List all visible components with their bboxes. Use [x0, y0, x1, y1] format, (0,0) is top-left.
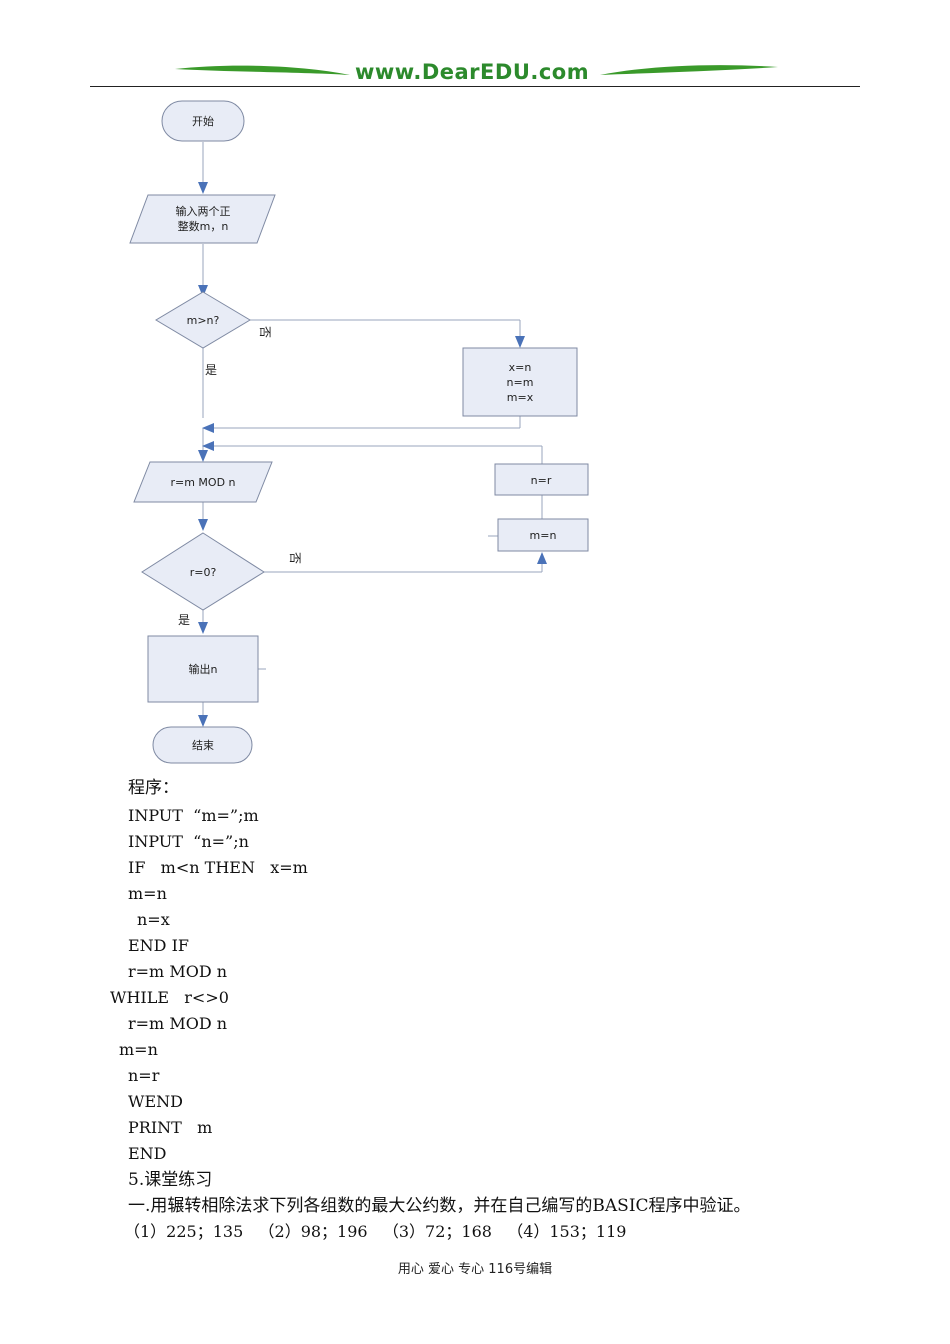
end-terminal: [152, 726, 253, 764]
cond2-label: r=0?: [190, 566, 217, 579]
mod-label: r=m MOD n: [170, 476, 235, 489]
swap-box: [462, 347, 578, 417]
cond1-label: m>n?: [187, 314, 220, 327]
page-header: [0, 55, 950, 95]
mod-parallelogram: [133, 461, 273, 503]
code-line: INPUT “n=”;n: [128, 832, 249, 851]
assign-nr-label: n=r: [531, 474, 552, 487]
code-line: END IF: [128, 936, 190, 955]
assign-mn-label: m=n: [530, 529, 557, 542]
start-terminal: [161, 100, 245, 142]
code-line: WEND: [128, 1092, 183, 1111]
end-label: 结束: [192, 739, 214, 752]
input-parallelogram: [129, 194, 276, 244]
input-label-1: 输入两个正: [176, 204, 231, 218]
input-label-2: 整数m，n: [178, 219, 229, 233]
assign-nr-box: [494, 463, 589, 496]
header-rule: [90, 86, 860, 87]
site-logo: www.DearEDU.com: [355, 60, 590, 84]
exercise-items: （1）225；135 （2）98；196 （3）72；168 （4）153；11…: [124, 1222, 627, 1241]
logo-swoosh-icon: [175, 65, 778, 75]
swap-line-1: x=n: [509, 361, 532, 374]
output-box: [147, 635, 259, 703]
code-line: n=r: [128, 1066, 160, 1085]
yes2-label: 是: [178, 613, 190, 627]
assign-mn-box: [497, 518, 589, 552]
program-title: 程序：: [128, 778, 179, 798]
no1-label: 否: [258, 326, 272, 338]
swap-line-2: n=m: [507, 376, 534, 389]
code-line: PRINT m: [128, 1118, 213, 1137]
exercise-heading: 5.课堂练习: [128, 1170, 213, 1190]
code-line: IF m<n THEN x=m: [128, 858, 308, 877]
output-label: 输出n: [189, 662, 218, 676]
decision-r-zero: [141, 532, 265, 611]
exercise-question: 一.用辗转相除法求下列各组数的最大公约数，并在自己编写的BASIC程序中验证。: [128, 1196, 751, 1216]
code-line: END: [128, 1144, 167, 1163]
code-line: m=n: [119, 1040, 158, 1059]
code-line: r=m MOD n: [128, 962, 228, 981]
code-line: m=n: [128, 884, 167, 903]
flowchart: 开始 输入两个正 整数m，n m>n? 否 是 x=n n=m m=x r=m …: [129, 100, 589, 764]
swap-line-3: m=x: [507, 391, 534, 404]
code-line: n=x: [137, 910, 170, 929]
code-line: r=m MOD n: [128, 1014, 228, 1033]
page-footer: 用心 爱心 专心 116号编辑: [397, 1262, 553, 1277]
start-label: 开始: [192, 114, 214, 128]
no2-label: 否: [288, 552, 302, 564]
code-line: INPUT “m=”;m: [128, 806, 259, 825]
code-line: WHILE r<>0: [110, 988, 229, 1007]
decision-m-gt-n: [155, 291, 251, 349]
yes1-label: 是: [205, 363, 217, 377]
